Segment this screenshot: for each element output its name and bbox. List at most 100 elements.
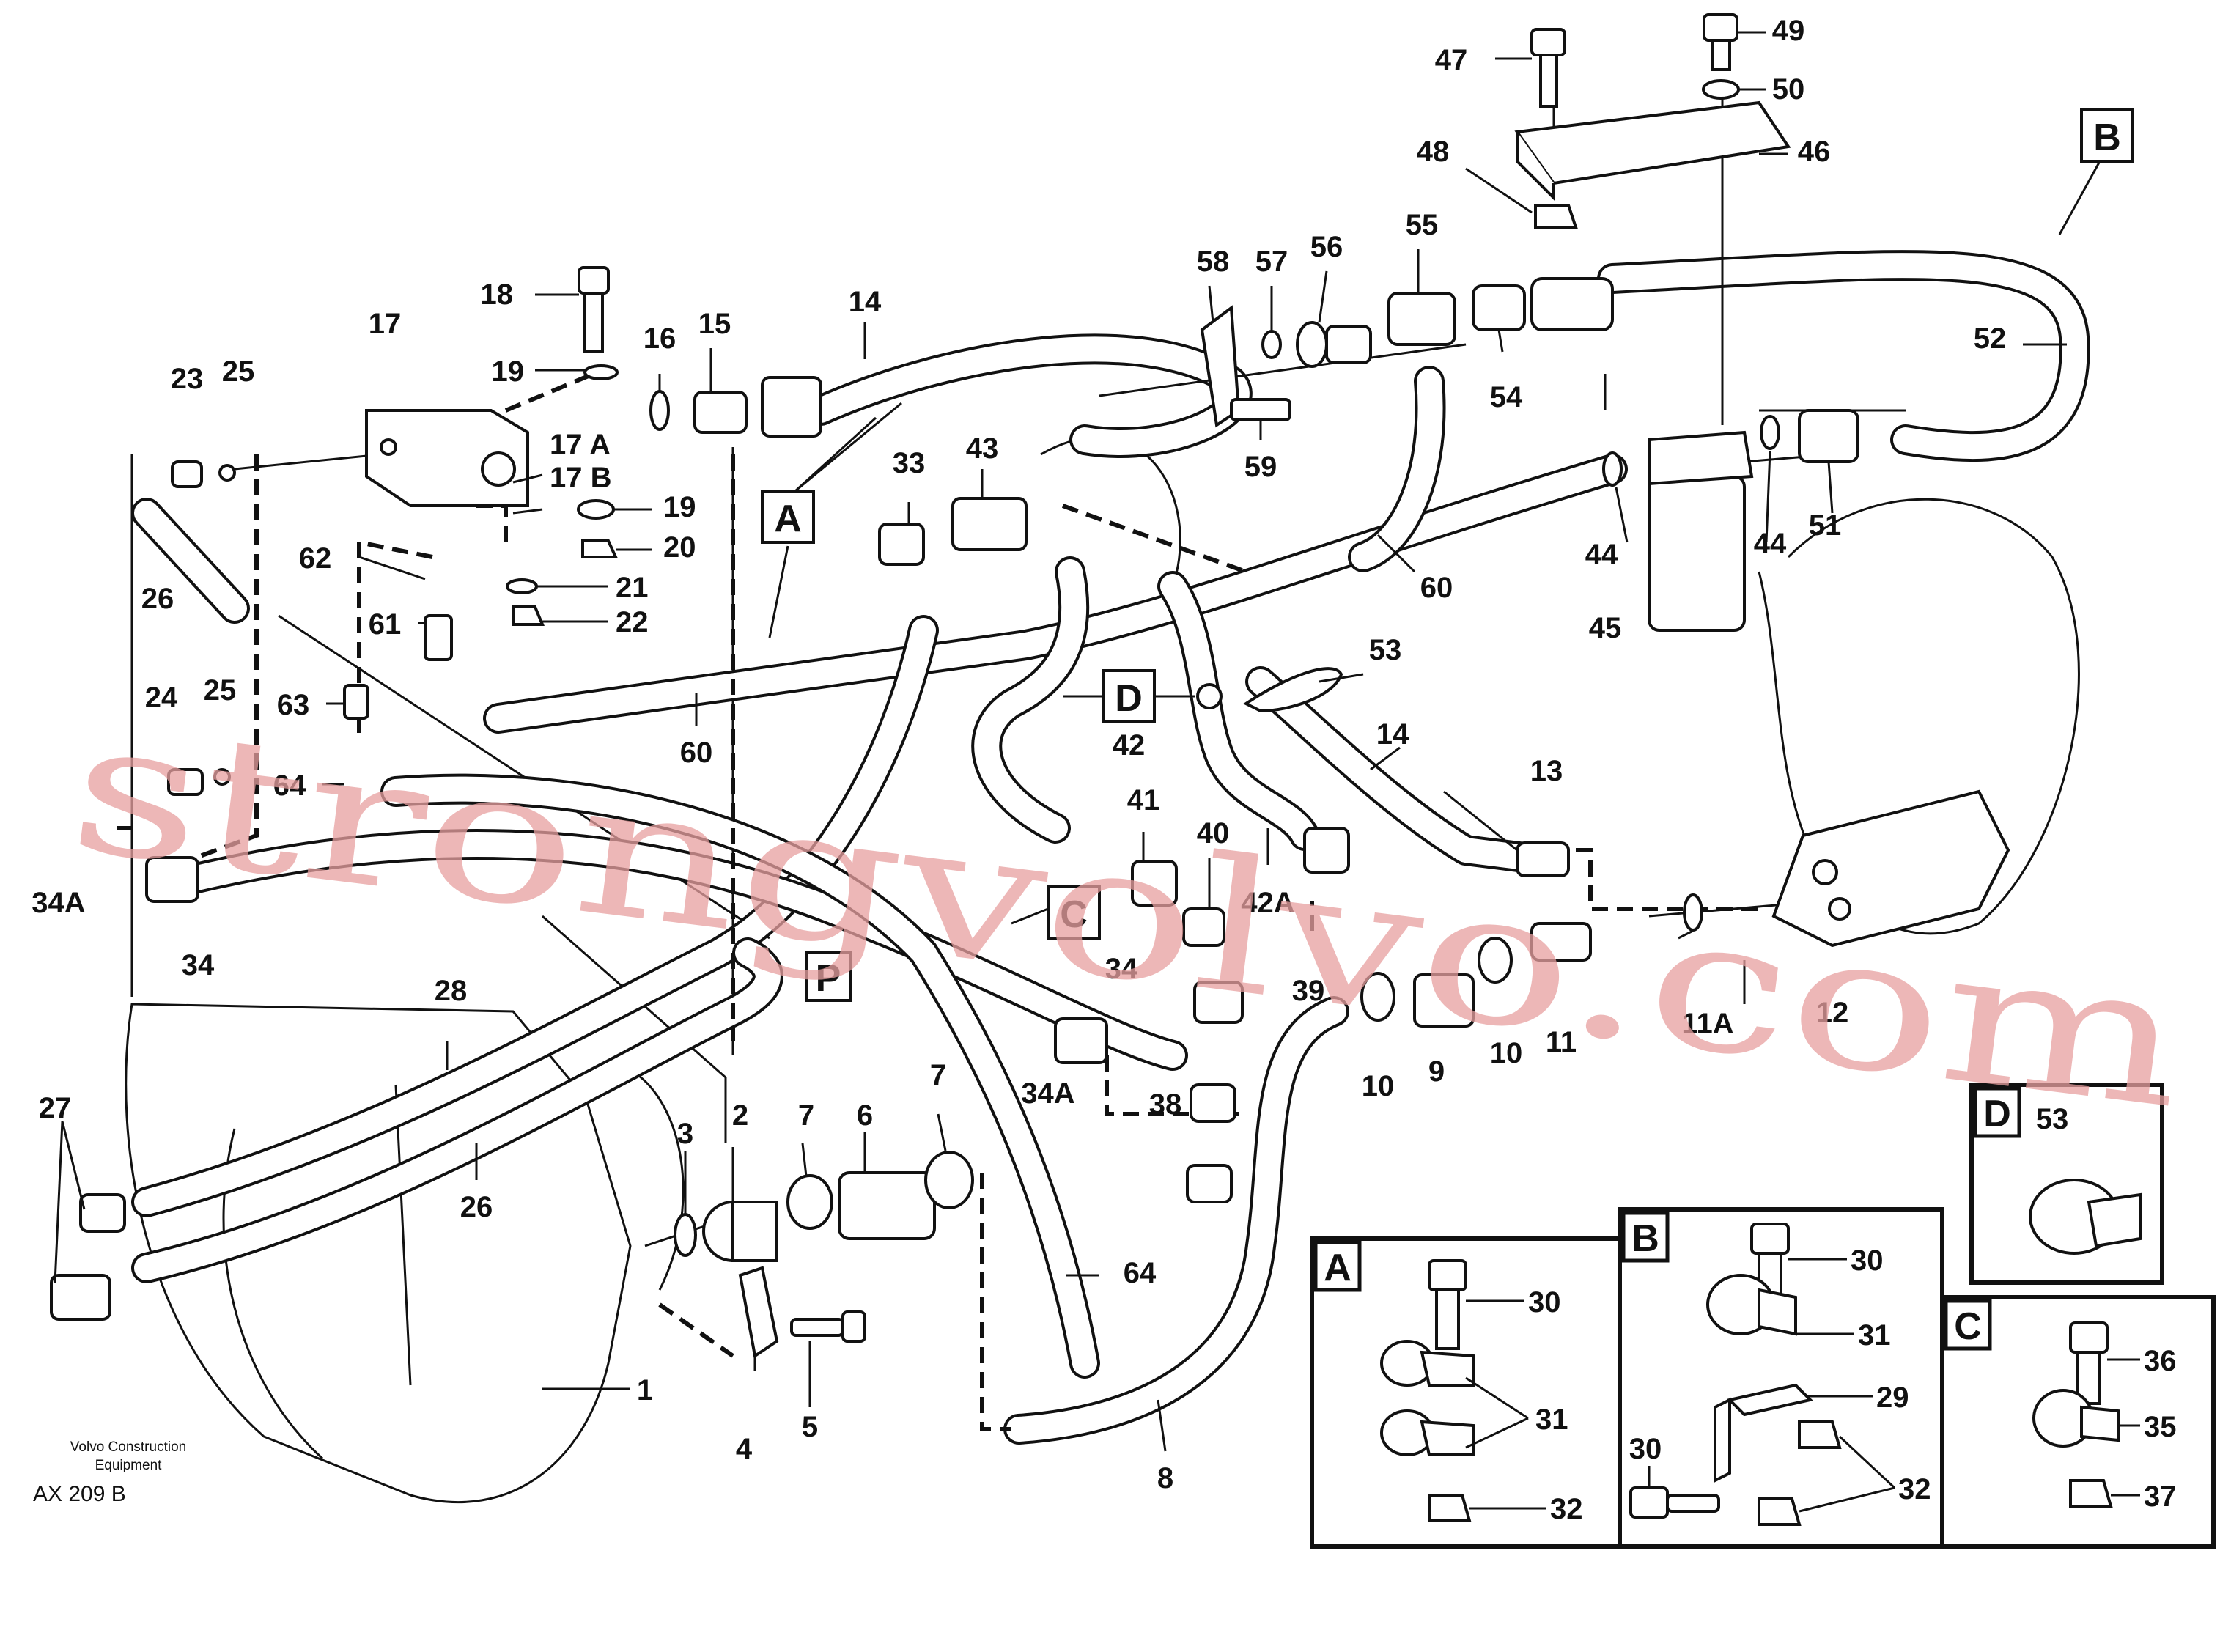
callout-63: 63 xyxy=(277,689,310,721)
components xyxy=(50,13,2010,1359)
svg-text:29: 29 xyxy=(1876,1382,1909,1414)
svg-text:C: C xyxy=(1060,893,1088,936)
callout-11a: 11A xyxy=(1681,1008,1733,1040)
svg-text:Equipment: Equipment xyxy=(95,1458,163,1473)
svg-text:A: A xyxy=(774,498,802,540)
callout-50: 50 xyxy=(1772,73,1805,106)
inset-a: A 30 31 32 xyxy=(1310,1236,1622,1549)
svg-text:31: 31 xyxy=(1858,1319,1891,1352)
callout-47: 47 xyxy=(1435,44,1468,76)
callout-34ab: 34A xyxy=(1021,1077,1074,1110)
callout-17: 17 xyxy=(369,308,402,340)
view-markers: A B C D P xyxy=(761,108,2134,1002)
callout-42a: 42A xyxy=(1241,887,1294,919)
callout-26: 26 xyxy=(141,583,174,615)
callout-2: 2 xyxy=(732,1099,748,1132)
callout-60: 60 xyxy=(680,737,713,769)
callout-12: 12 xyxy=(1816,997,1849,1029)
svg-text:P: P xyxy=(816,957,841,1000)
callout-34a: 34A xyxy=(32,887,85,919)
callout-7: 7 xyxy=(798,1099,814,1132)
inset-b: B 30 31 29 30 32 xyxy=(1618,1207,1944,1549)
svg-text:C: C xyxy=(1954,1305,1982,1348)
callout-42: 42 xyxy=(1113,729,1146,762)
svg-text:32: 32 xyxy=(1550,1493,1583,1525)
callout-43: 43 xyxy=(966,432,999,465)
callout-16: 16 xyxy=(644,322,676,355)
callout-41: 41 xyxy=(1127,784,1160,816)
callout-5: 5 xyxy=(802,1411,818,1443)
svg-text:30: 30 xyxy=(1528,1286,1561,1319)
callout-27: 27 xyxy=(39,1092,72,1124)
callout-58: 58 xyxy=(1197,246,1230,278)
callout-28: 28 xyxy=(435,975,468,1007)
callout-20: 20 xyxy=(663,531,696,564)
callout-57: 57 xyxy=(1255,246,1288,278)
view-marker-d: D xyxy=(1063,669,1223,723)
callout-19b: 19 xyxy=(663,491,696,523)
callout-38: 38 xyxy=(1149,1088,1182,1121)
svg-text:37: 37 xyxy=(2144,1480,2177,1513)
callout-11: 11 xyxy=(1546,1026,1577,1058)
svg-text:D: D xyxy=(1983,1093,2011,1135)
callout-44a: 44 xyxy=(1585,539,1618,571)
callout-55: 55 xyxy=(1406,209,1439,241)
callout-60b: 60 xyxy=(1420,572,1453,604)
svg-text:D: D xyxy=(1115,677,1143,720)
callout-25b: 25 xyxy=(204,674,237,707)
callout-21: 21 xyxy=(616,572,649,604)
callout-53: 53 xyxy=(1369,634,1402,666)
callout-44b: 44 xyxy=(1754,528,1787,560)
callout-3: 3 xyxy=(677,1118,693,1150)
footer: Volvo Construction Equipment AX 209 B xyxy=(33,1439,186,1506)
view-marker-a: A xyxy=(761,402,902,638)
callout-34b: 34 xyxy=(1105,953,1138,985)
svg-text:36: 36 xyxy=(2144,1345,2177,1377)
callout-1: 1 xyxy=(637,1374,653,1406)
callout-49: 49 xyxy=(1772,15,1805,47)
view-marker-b: B xyxy=(2058,108,2134,235)
callout-6: 6 xyxy=(857,1099,873,1132)
filter-45 xyxy=(1648,475,1746,632)
svg-text:30: 30 xyxy=(1851,1244,1884,1277)
callout-8: 8 xyxy=(1157,1462,1173,1494)
callout-15: 15 xyxy=(698,308,731,340)
inset-details: D 53 A 30 31 32 xyxy=(1310,1083,2216,1549)
callout-54: 54 xyxy=(1490,381,1523,413)
callout-14b: 14 xyxy=(1376,718,1409,751)
svg-text:32: 32 xyxy=(1898,1473,1931,1505)
callout-34: 34 xyxy=(182,949,215,981)
callout-48: 48 xyxy=(1417,136,1450,168)
callout-10b: 10 xyxy=(1490,1037,1523,1069)
callout-17a: 17 A xyxy=(550,429,611,461)
callout-56: 56 xyxy=(1310,231,1343,263)
callout-22: 22 xyxy=(616,606,649,638)
callout-64b: 64 xyxy=(1124,1257,1157,1289)
svg-text:B: B xyxy=(1631,1217,1659,1260)
callout-61: 61 xyxy=(369,608,402,641)
callout-64: 64 xyxy=(273,770,306,802)
inset-c: C 36 35 37 xyxy=(1940,1295,2216,1549)
callout-59: 59 xyxy=(1244,451,1277,483)
callout-24: 24 xyxy=(145,682,178,714)
svg-text:35: 35 xyxy=(2144,1411,2177,1443)
svg-text:Volvo Construction: Volvo Construction xyxy=(70,1439,186,1455)
hoses xyxy=(131,250,2090,1445)
callout-40: 40 xyxy=(1197,817,1230,849)
svg-text:30: 30 xyxy=(1629,1433,1662,1465)
callout-numbers: 18 17 19 17 A 17 B 19 20 21 22 23 25 26 … xyxy=(32,15,2006,1494)
callout-14: 14 xyxy=(849,286,882,318)
inset-d: D 53 xyxy=(1969,1083,2164,1285)
callout-46: 46 xyxy=(1798,136,1831,168)
callout-13: 13 xyxy=(1530,755,1563,787)
callout-23: 23 xyxy=(171,363,204,395)
bracket-46 xyxy=(1514,100,1791,185)
callout-9: 9 xyxy=(1428,1055,1445,1088)
callout-19: 19 xyxy=(492,355,525,388)
view-marker-c: C xyxy=(1011,885,1101,940)
callout-4: 4 xyxy=(736,1433,753,1465)
svg-text:B: B xyxy=(2093,117,2121,159)
callout-17b: 17 B xyxy=(550,462,612,494)
callout-39: 39 xyxy=(1292,975,1325,1007)
